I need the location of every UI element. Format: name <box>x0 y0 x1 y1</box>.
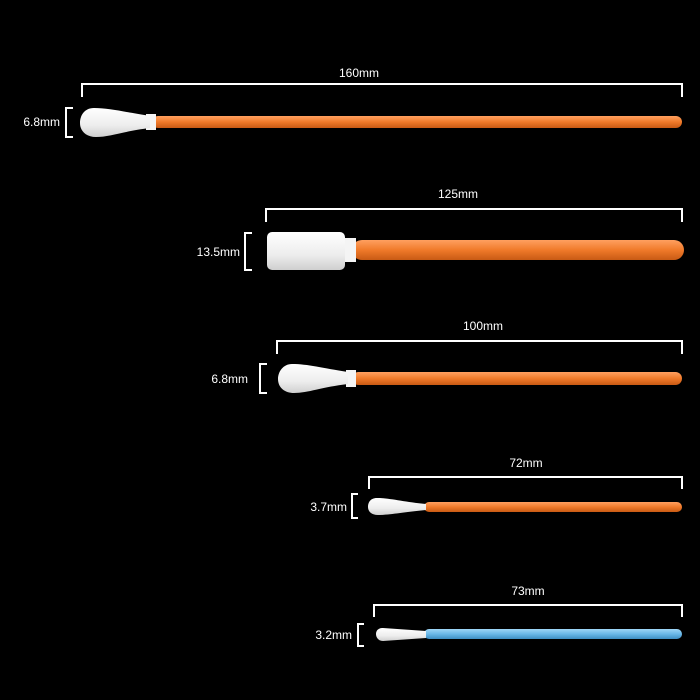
tip-bracket-2 <box>244 232 252 271</box>
swab-tip-3 <box>278 364 348 393</box>
handle-3 <box>352 372 682 385</box>
handle-1 <box>152 116 682 128</box>
swab-4 <box>351 476 683 519</box>
tip-bracket-1 <box>65 107 73 138</box>
tip-width-label-1: 6.8mm <box>23 115 60 129</box>
collar-3 <box>346 370 356 387</box>
collar-1 <box>146 114 156 130</box>
tip-width-label-3: 6.8mm <box>211 372 248 386</box>
length-bracket-1 <box>81 83 683 97</box>
swab-tip-4 <box>368 498 426 515</box>
length-bracket-2 <box>265 208 683 222</box>
length-label-1: 160mm <box>338 66 379 80</box>
tip-width-label-5: 3.2mm <box>315 628 352 642</box>
handle-4 <box>424 502 682 512</box>
swab-tip-5 <box>376 628 426 641</box>
length-label-5: 73mm <box>511 584 545 598</box>
tip-bracket-5 <box>357 623 364 647</box>
handle-5 <box>424 629 682 639</box>
tip-width-label-4: 3.7mm <box>310 500 347 514</box>
swab-tip-2 <box>267 232 345 270</box>
handle-2 <box>352 240 684 260</box>
tip-width-label-2: 13.5mm <box>196 245 240 259</box>
length-bracket-5 <box>373 604 683 617</box>
swab-2 <box>244 208 684 271</box>
swab-3 <box>259 340 683 394</box>
swab-1 <box>65 83 683 138</box>
swab-5 <box>357 604 683 647</box>
swab-tip-1 <box>80 108 150 137</box>
tip-bracket-3 <box>259 363 267 394</box>
length-bracket-3 <box>276 340 683 354</box>
length-label-2: 125mm <box>437 187 478 201</box>
length-label-4: 72mm <box>509 456 543 470</box>
tip-bracket-4 <box>351 493 358 519</box>
length-label-3: 100mm <box>462 319 503 333</box>
length-bracket-4 <box>368 476 683 489</box>
